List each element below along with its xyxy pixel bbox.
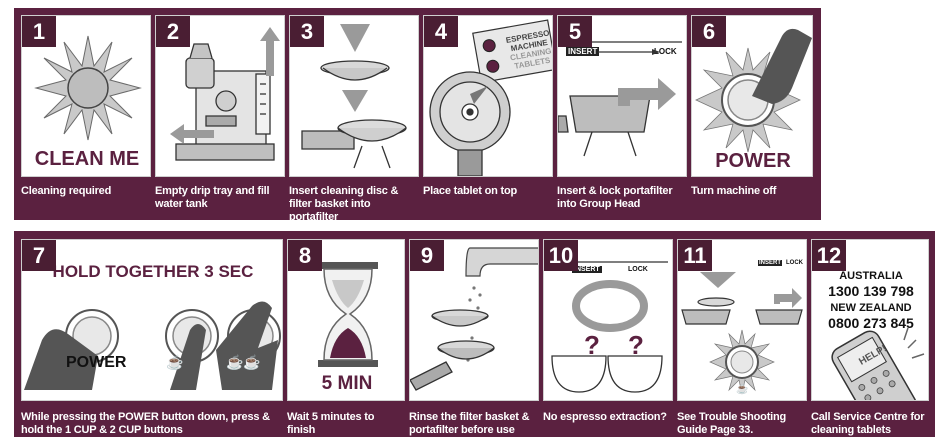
step-2-panel: 2 [155, 15, 285, 177]
step-9-panel: 9 [409, 239, 539, 401]
step-number: 10 [544, 240, 578, 271]
step-8-caption: Wait 5 minutes to finish [287, 411, 405, 437]
step-1-caption: Cleaning required [21, 185, 151, 198]
step-11-panel: 11 INSERT LOCK ☕ [677, 239, 807, 401]
question-mark-2: ? [628, 330, 644, 361]
step-number: 4 [424, 16, 458, 47]
cup-icon: ☕ [736, 384, 748, 395]
step-number: 8 [288, 240, 322, 271]
question-mark-1: ? [584, 330, 600, 361]
step-number: 11 [678, 240, 712, 271]
step-12-caption: Call Service Centre for cleaning tablets [811, 411, 931, 437]
power-label: POWER [692, 150, 813, 173]
step-4-panel: 4 ESPRESSO MACHINE CLEANING TABLETS [423, 15, 553, 177]
step-3-caption: Insert cleaning disc & filter basket int… [289, 185, 419, 224]
step-number: 5 [558, 16, 592, 47]
step-9-caption: Rinse the filter basket & portafilter be… [409, 411, 539, 437]
step-6-caption: Turn machine off [691, 185, 813, 198]
step-number: 2 [156, 16, 190, 47]
step-10-panel: 10 INSERT LOCK ? ? [543, 239, 673, 401]
five-min-label: 5 MIN [288, 373, 405, 395]
step-number: 12 [812, 240, 846, 271]
two-cup-icon: ☕☕ [226, 354, 261, 371]
step-number: 1 [22, 16, 56, 47]
power-text: POWER [66, 354, 126, 372]
step-11-caption: See Trouble Shooting Guide Page 33. [677, 411, 811, 437]
step-12-panel: 12 AUSTRALIA 1300 139 798 NEW ZEALAND 08… [811, 239, 929, 401]
step-5-caption: Insert & lock portafilter into Group Hea… [557, 185, 687, 211]
step-number: 6 [692, 16, 726, 47]
step-5-panel: 5 INSERT LOCK [557, 15, 687, 177]
step-4-caption: Place tablet on top [423, 185, 553, 198]
step-7-caption: While pressing the POWER button down, pr… [21, 411, 289, 437]
clean-me-label: CLEAN ME [22, 148, 151, 171]
step-2-caption: Empty drip tray and fill water tank [155, 185, 285, 211]
step-10-caption: No espresso extraction? [543, 411, 673, 424]
step-3-panel: 3 [289, 15, 419, 177]
step-6-panel: 6 POWER [691, 15, 813, 177]
step-1-panel: 1 CLEAN ME [21, 15, 151, 177]
step-8-panel: 8 5 MIN [287, 239, 405, 401]
step-7-panel: 7 HOLD TOGETHER 3 SEC POWER ☕ ☕☕ [21, 239, 283, 401]
step-number: 7 [22, 240, 56, 271]
step-number: 3 [290, 16, 324, 47]
step-number: 9 [410, 240, 444, 271]
buttons-and-hands-icon [22, 240, 283, 401]
tablet-pack-label: ESPRESSO MACHINE CLEANING TABLETS [505, 28, 553, 71]
one-cup-icon: ☕ [166, 354, 183, 371]
